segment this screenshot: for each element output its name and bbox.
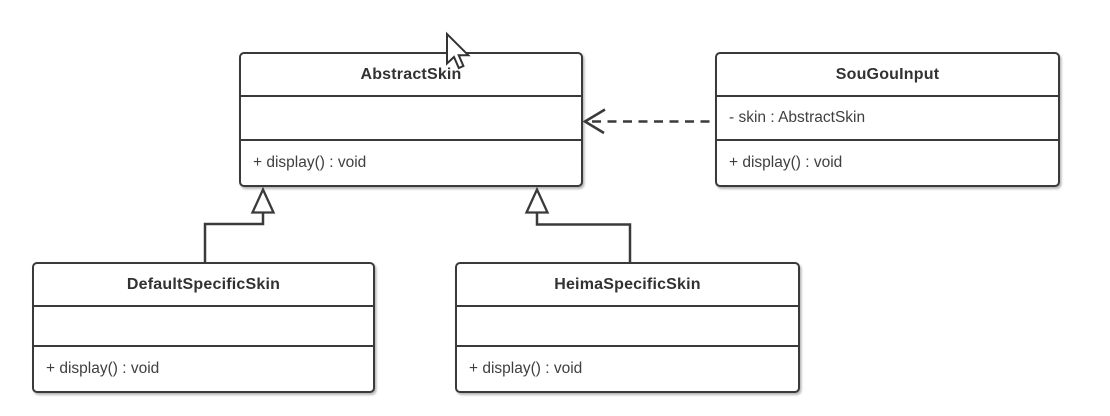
generalization-edge-default-to-abstract[interactable]: [203, 186, 276, 263]
class-attributes-section: [457, 305, 798, 345]
method-text: + display() : void: [253, 154, 367, 171]
hollow-triangle-marker: [250, 186, 276, 214]
method-text: + display() : void: [729, 154, 843, 171]
class-attributes-section: [34, 305, 373, 345]
class-methods-section: + display() : void: [241, 139, 581, 185]
class-title: SouGouInput: [835, 65, 940, 83]
open-arrow-marker: [582, 108, 606, 135]
method-text: + display() : void: [469, 360, 583, 377]
class-title: AbstractSkin: [360, 65, 462, 83]
class-attributes-section: - skin : AbstractSkin: [717, 95, 1058, 139]
class-title: HeimaSpecificSkin: [554, 275, 701, 293]
class-methods-section: + display() : void: [34, 345, 373, 391]
generalization-edge-heima-to-abstract[interactable]: [524, 186, 632, 263]
class-box-abstractskin[interactable]: AbstractSkin + display() : void: [239, 52, 583, 187]
class-methods-section: + display() : void: [717, 139, 1058, 185]
hollow-triangle-marker: [524, 186, 550, 214]
class-methods-section: + display() : void: [457, 345, 798, 391]
attribute-text: - skin : AbstractSkin: [729, 109, 866, 126]
class-attributes-section: [241, 95, 581, 139]
dependency-edge-sougou-to-abstract[interactable]: [582, 108, 715, 135]
class-box-defaultspecificskin[interactable]: DefaultSpecificSkin + display() : void: [32, 262, 375, 393]
class-title: DefaultSpecificSkin: [126, 275, 281, 293]
class-box-heimaspecificskin[interactable]: HeimaSpecificSkin + display() : void: [455, 262, 800, 393]
class-box-sougouinput[interactable]: SouGouInput - skin : AbstractSkin + disp…: [715, 52, 1060, 187]
method-text: + display() : void: [46, 360, 160, 377]
